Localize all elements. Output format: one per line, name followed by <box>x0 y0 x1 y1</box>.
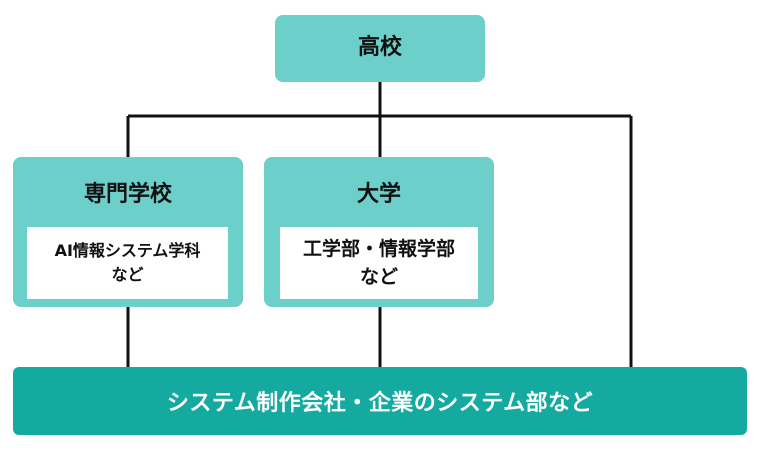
node-system-companies: システム制作会社・企業のシステム部など <box>13 367 747 435</box>
node-university: 大学 工学部・情報学部 など <box>264 157 494 307</box>
node-vocational-school-detail: AI情報システム学科 など <box>27 227 228 299</box>
university-detail-line1: 工学部・情報学部 <box>302 238 455 260</box>
node-university-detail: 工学部・情報学部 など <box>280 227 478 299</box>
node-system-companies-label: システム制作会社・企業のシステム部など <box>166 391 594 416</box>
university-detail-line2: など <box>359 266 398 288</box>
node-vocational-school: 専門学校 AI情報システム学科 など <box>13 157 243 307</box>
node-university-label: 大学 <box>356 182 401 207</box>
vocational-detail-line2: など <box>111 265 144 284</box>
node-vocational-school-label: 専門学校 <box>83 182 172 207</box>
vocational-detail-line1: AI情報システム学科 <box>54 241 201 260</box>
node-high-school-label: 高校 <box>357 35 402 60</box>
node-high-school: 高校 <box>275 15 485 82</box>
